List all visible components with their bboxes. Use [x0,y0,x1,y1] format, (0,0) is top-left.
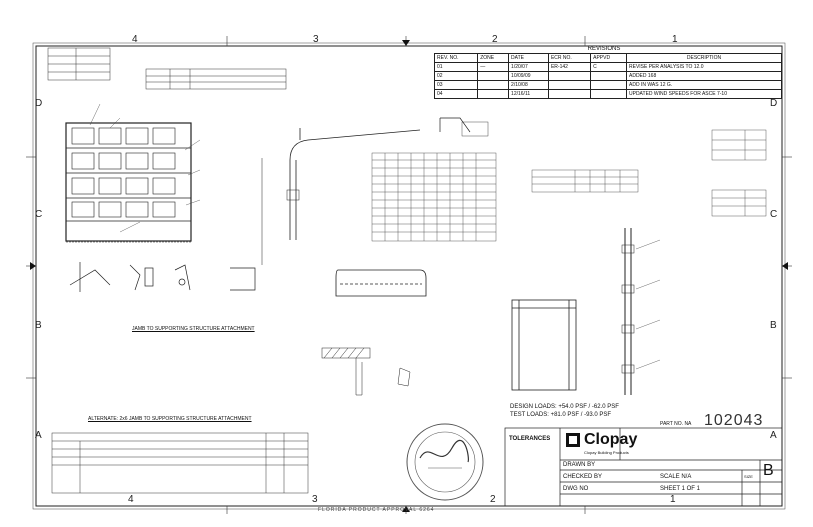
appvd-cell [590,71,627,81]
left-center-arrow [30,262,36,270]
date-header: DATE [508,53,549,63]
rev-cell: 03 [433,80,479,90]
strut-leaders [635,239,661,370]
dwg-no-label: DWG NO [563,486,589,492]
material-table [47,47,111,81]
appvd-cell: C [590,62,627,72]
jamb-attachment-title: JAMB TO SUPPORTING STRUCTURE ATTACHMENT [132,326,255,332]
zone-bottom-2: 2 [490,494,496,505]
zone-bottom-3: 3 [312,494,318,505]
ecr-header: ECR NO. [547,53,592,63]
revision-row: 03 2/10/08 ADD IN WAS 12 G. [433,80,782,90]
size-label: SIZE [744,474,753,479]
zone-top-4: 4 [132,34,138,45]
alternate-attachment-title: ALTERNATE: 2x6 JAMB TO SUPPORTING STRUCT… [88,416,252,422]
ecr-cell [547,89,592,99]
ecr-cell [547,71,592,81]
sheet-label: SHEET 1 OF 1 [660,486,700,492]
header-section [335,269,427,297]
appvd-cell [590,89,627,99]
zone-bottom-4: 4 [128,494,134,505]
strut-details [69,262,256,292]
checked-by-label: CHECKED BY [563,474,603,480]
zone-cell: — [477,62,510,72]
zone-bottom-1: 1 [670,494,676,505]
zone-cell [477,71,510,81]
appvd-header: APPVD [590,53,627,63]
design-loads-text: DESIGN LOADS: +54.0 PSF / -62.0 PSF [510,404,619,410]
drawing-code: 102043 [704,412,764,429]
date-cell: 2/10/08 [508,80,549,90]
revision-row: 01 — 1/20/07 ER-142 C REVISE PER ANALYSI… [433,62,782,72]
elevation-leaders [89,103,201,233]
description-cell: REVISE PER ANALYSIS TO 12.0 [626,62,782,72]
clopay-brand: Clopay [584,431,638,448]
revision-letter: B [763,462,774,479]
rev-cell: 02 [433,71,479,81]
zone-left-c: C [35,209,43,220]
zone-right-c: C [770,209,778,220]
revisions-header-row: REV. NO. ZONE DATE ECR NO. APPVD DESCRIP… [433,53,782,63]
notes-table [145,68,287,90]
spec-table [371,152,497,242]
top-center-arrow [402,40,410,46]
bottom-center-arrow [402,506,410,512]
rev-header: REV. NO. [433,53,479,63]
revisions-table: REV. NO. ZONE DATE ECR NO. APPVD DESCRIP… [433,53,782,99]
bracket-detail [439,117,489,137]
hinge-table [711,129,767,217]
zone-ticks [26,36,792,514]
zone-right-d: D [770,98,778,109]
tolerances-label: TOLERANCES [509,436,551,442]
engineer-seal [406,423,484,501]
florida-approval-footer: FLORIDA PRODUCT APPROVAL 6264 [318,507,435,513]
title-block-frame [504,427,783,507]
zone-left-d: D [35,98,43,109]
zone-right-a: A [770,430,777,441]
drawn-by-label: DRAWN BY [563,462,596,468]
revisions-block: REVISIONS REV. NO. ZONE DATE ECR NO. APP… [433,46,782,99]
clopay-brand-sub: Clopay Building Products [584,450,629,455]
rev-cell: 01 [433,62,479,72]
description-cell: ADDED 168 [626,71,782,81]
vertical-strut [621,228,635,395]
bottom-left-table [51,432,309,494]
zone-header: ZONE [477,53,510,63]
zone-left-a: A [35,430,42,441]
scale-label: SCALE N/A [660,474,692,480]
zone-cell [477,80,510,90]
zone-left-b: B [35,320,42,331]
garage-door-elevation [65,122,192,243]
rev-cell: 04 [433,89,479,99]
hatched-lintel [321,347,411,396]
part-number: PART NO. NA [660,421,692,427]
description-cell: ADD IN WAS 12 G. [626,80,782,90]
jamb-post-elevation [511,299,577,391]
zone-top-2: 2 [492,34,498,45]
revisions-title: REVISIONS [587,46,621,52]
zone-cell [477,89,510,99]
date-cell: 12/16/11 [508,89,549,99]
date-cell: 1/20/07 [508,62,549,72]
zone-top-1: 1 [672,34,678,45]
date-cell: 10/09/09 [508,71,549,81]
appvd-cell [590,80,627,90]
right-center-arrow [782,262,788,270]
test-loads-text: TEST LOADS: +81.0 PSF / -93.0 PSF [510,412,612,418]
zone-right-b: B [770,320,777,331]
wind-load-table [531,169,639,193]
ecr-cell [547,80,592,90]
drawing-border [35,45,783,507]
description-header: DESCRIPTION [626,53,782,63]
zone-top-3: 3 [313,34,319,45]
revision-row: 02 10/09/09 ADDED 168 [433,71,782,81]
ecr-cell: ER-142 [547,62,592,72]
track-section [261,128,421,265]
drawing-outer-frame [32,42,786,510]
revision-row: 04 12/16/11 UPDATED WIND SPEEDS FOR ASCE… [433,89,782,99]
description-cell: UPDATED WIND SPEEDS FOR ASCE 7-10 [626,89,782,99]
